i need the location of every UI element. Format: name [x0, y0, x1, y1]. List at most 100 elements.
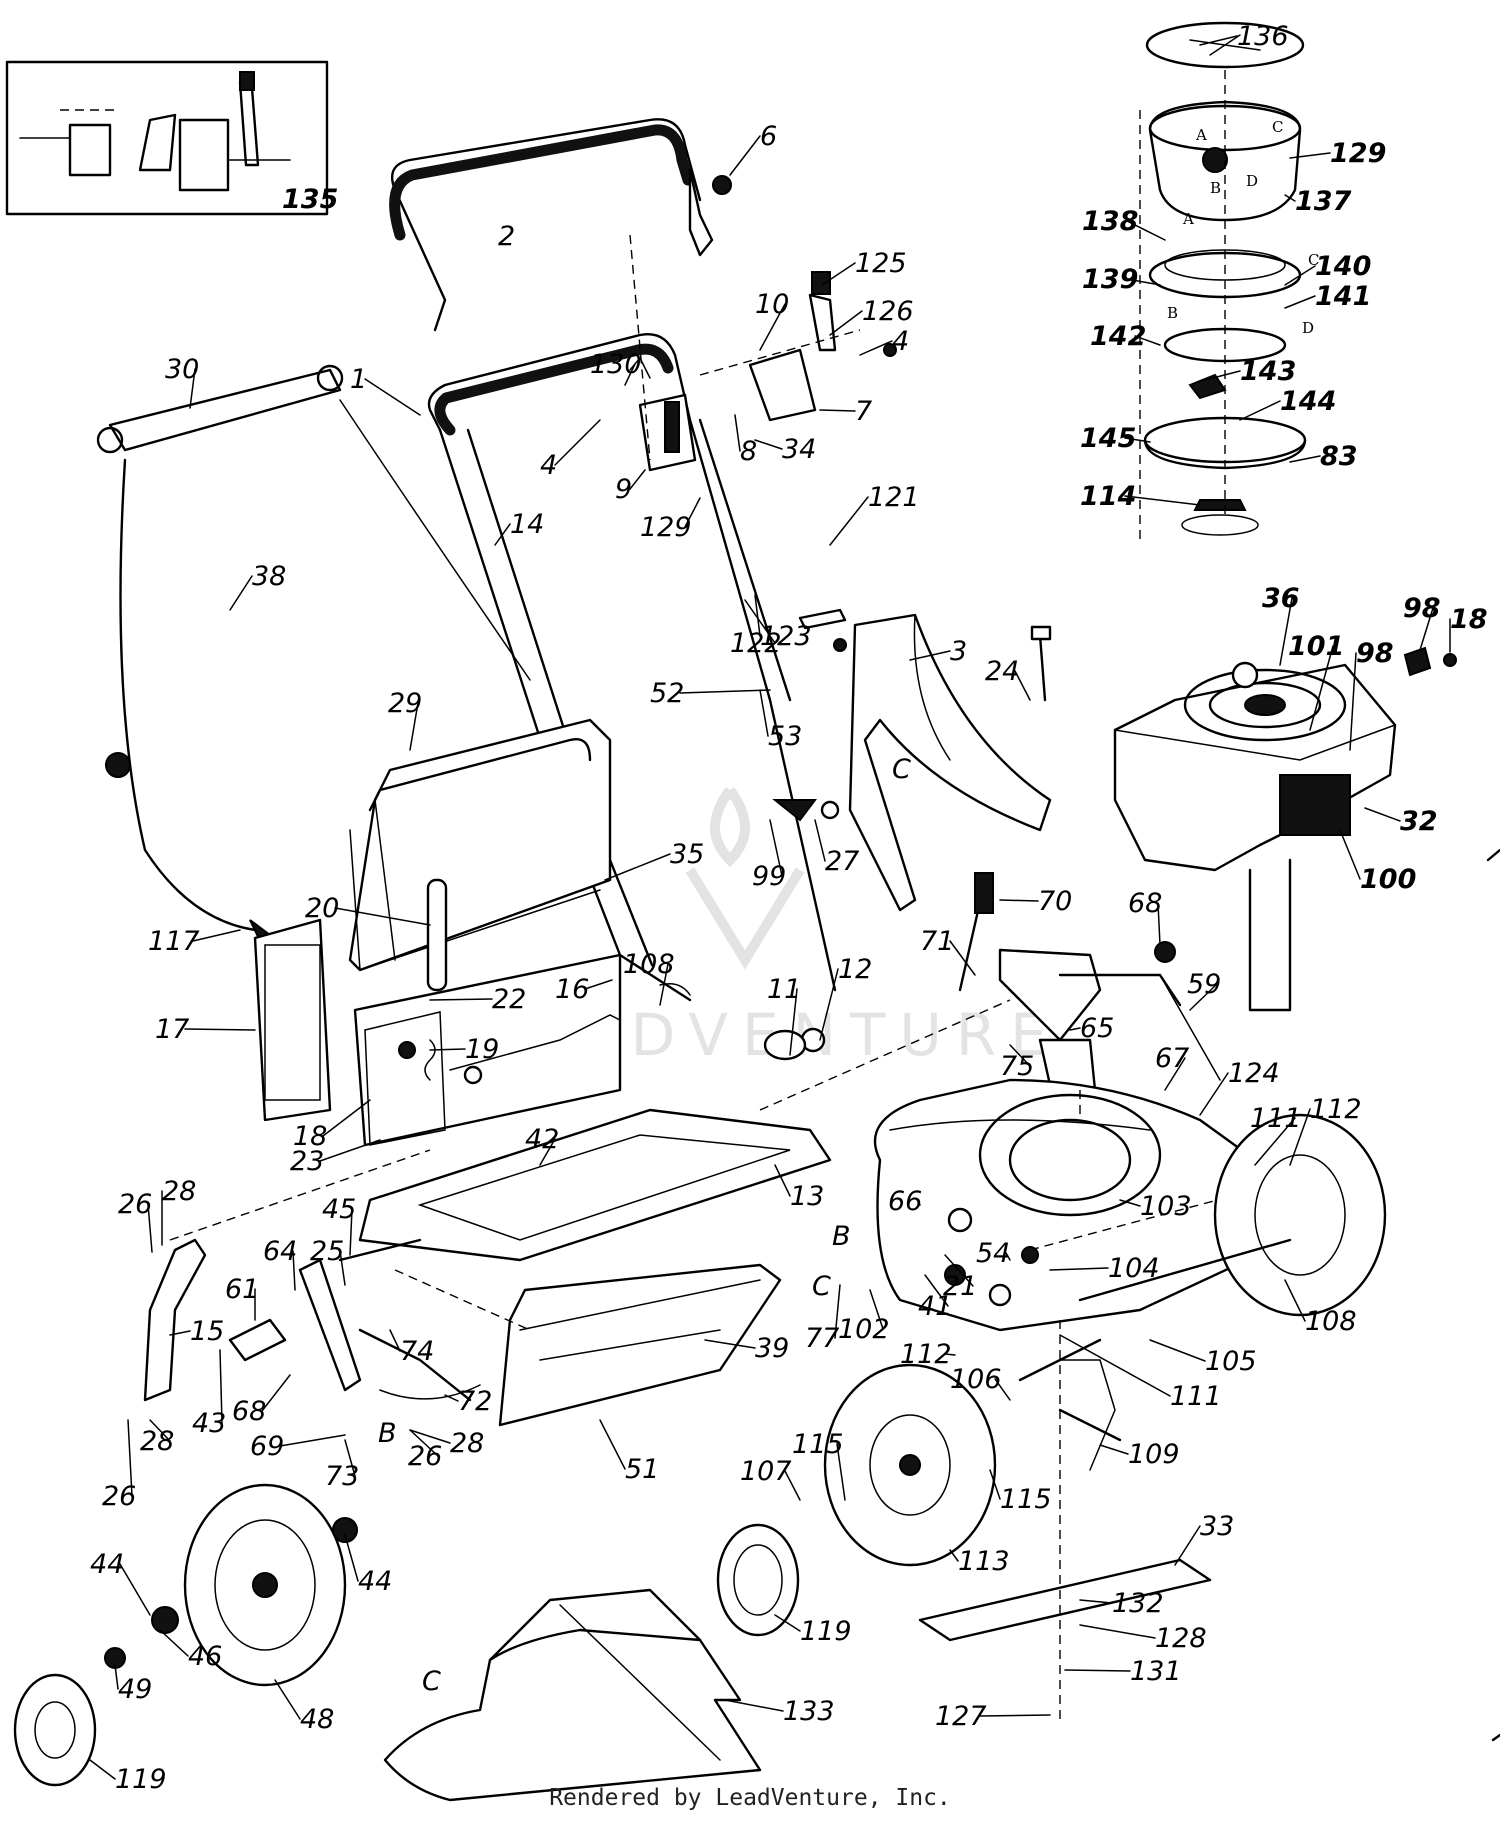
- callout-19: 19: [465, 1034, 499, 1065]
- leader-line-27: [814, 819, 826, 862]
- callout-107: 107: [740, 1456, 792, 1487]
- leader-line-136: [1199, 35, 1238, 46]
- leader-line-98a: [1419, 607, 1434, 651]
- leader-line-52: [679, 689, 771, 694]
- ref-letter-B2: B: [378, 1418, 397, 1449]
- leader-line-66: [917, 1200, 921, 1206]
- leader-line-28b: [149, 1419, 171, 1442]
- callout-18a: 18: [1450, 604, 1488, 635]
- leader-line-129a: [1289, 152, 1331, 159]
- callout-13: 13: [790, 1181, 824, 1212]
- blade: [918, 1320, 1212, 1720]
- leader-line-48: [274, 1679, 301, 1720]
- leader-line-6: [729, 135, 761, 176]
- leader-line-36: [1279, 597, 1293, 666]
- callout-20: 20: [305, 893, 339, 924]
- callout-83: 83: [1320, 441, 1358, 472]
- callout-66: 66: [888, 1186, 922, 1217]
- engine: [1113, 661, 1397, 1012]
- leader-line-9: [629, 469, 646, 490]
- leader-line-112b: [944, 1353, 956, 1356]
- callout-73: 73: [325, 1461, 359, 1492]
- leader-line-145: [1124, 437, 1151, 443]
- leader-line-14: [494, 523, 511, 546]
- leader-line-108b: [1284, 1279, 1306, 1322]
- leader-line-46: [159, 1629, 189, 1657]
- leader-line-10: [759, 303, 786, 351]
- leader-line-16: [584, 979, 613, 990]
- ref-letter-B4: B: [1167, 304, 1178, 322]
- leader-line-140: [1284, 265, 1316, 286]
- leader-line-34: [754, 439, 783, 450]
- callout-33: 33: [1200, 1511, 1234, 1542]
- ref-letter-A2: A: [1182, 210, 1194, 228]
- blower-housing-parts: [1139, 21, 1307, 545]
- callout-68b: 68: [232, 1396, 266, 1427]
- leader-line-28c: [409, 1429, 451, 1444]
- control-lever-assembly: [629, 271, 861, 472]
- ref-letter-C3: C: [422, 1666, 441, 1697]
- leader-line-17: [184, 1028, 256, 1031]
- callout-29: 29: [388, 688, 422, 719]
- callout-119b: 119: [115, 1764, 167, 1795]
- leader-line-113: [949, 1549, 959, 1562]
- leader-line-43: [219, 1349, 223, 1424]
- leader-line-70: [999, 899, 1039, 902]
- leader-line-73: [344, 1439, 356, 1477]
- callout-1: 1: [350, 364, 367, 395]
- callout-3: 3: [950, 636, 967, 667]
- leader-line-124: [1199, 1072, 1229, 1116]
- leader-line-115b: [989, 1469, 1001, 1500]
- leader-line-75: [1009, 1044, 1031, 1067]
- leader-line-49: [114, 1664, 119, 1690]
- leader-line-53: [759, 689, 769, 737]
- callout-104: 104: [1108, 1253, 1160, 1284]
- callout-23: 23: [290, 1146, 324, 1177]
- leader-line-13: [774, 1164, 791, 1197]
- callout-130: 130: [590, 349, 642, 380]
- callout-27: 27: [825, 846, 859, 877]
- callout-68a: 68: [1128, 888, 1162, 919]
- rear-flap: [358, 1108, 832, 1262]
- leader-line-129b: [684, 497, 701, 528]
- callout-105: 105: [1205, 1346, 1257, 1377]
- callout-112a: 112: [1310, 1094, 1362, 1125]
- bag-frame: [253, 718, 612, 1122]
- leader-line-26c: [127, 1419, 133, 1497]
- callout-98a: 98: [1403, 593, 1441, 624]
- callout-128: 128: [1155, 1623, 1207, 1654]
- leader-line-8: [734, 414, 741, 452]
- callout-74: 74: [400, 1336, 434, 1367]
- callout-35: 35: [670, 839, 704, 870]
- discharge-chute: [848, 613, 1052, 912]
- leader-line-131: [1064, 1669, 1131, 1672]
- callout-106: 106: [950, 1364, 1002, 1395]
- callout-53: 53: [768, 721, 802, 752]
- callout-36: 36: [1262, 583, 1300, 614]
- callout-132: 132: [1112, 1588, 1164, 1619]
- callout-145: 145: [1080, 423, 1136, 454]
- callout-44a: 44: [358, 1566, 392, 1597]
- callout-117: 117: [148, 926, 200, 957]
- leader-line-4a: [859, 340, 893, 356]
- ref-letter-C2: C: [812, 1271, 831, 1302]
- callout-121: 121: [868, 482, 920, 513]
- leader-line-44b: [119, 1563, 151, 1616]
- callout-71: 71: [920, 926, 954, 957]
- leader-line-108a: [659, 963, 669, 1006]
- leader-line-104: [1049, 1267, 1109, 1271]
- leader-line-19: [429, 1048, 466, 1051]
- callout-38: 38: [252, 561, 286, 592]
- callout-122: 122: [730, 628, 782, 659]
- callout-48: 48: [300, 1704, 334, 1735]
- callout-103: 103: [1140, 1191, 1192, 1222]
- leader-line-54: [1005, 1252, 1011, 1261]
- leader-line-98b: [1349, 652, 1357, 751]
- leader-line-51: [599, 1419, 626, 1470]
- leader-line-107: [784, 1470, 801, 1501]
- leader-line-144: [1239, 400, 1281, 421]
- leader-line-138: [1126, 220, 1166, 241]
- leader-line-100: [1339, 829, 1361, 880]
- ref-letter-C5: C: [1308, 251, 1319, 269]
